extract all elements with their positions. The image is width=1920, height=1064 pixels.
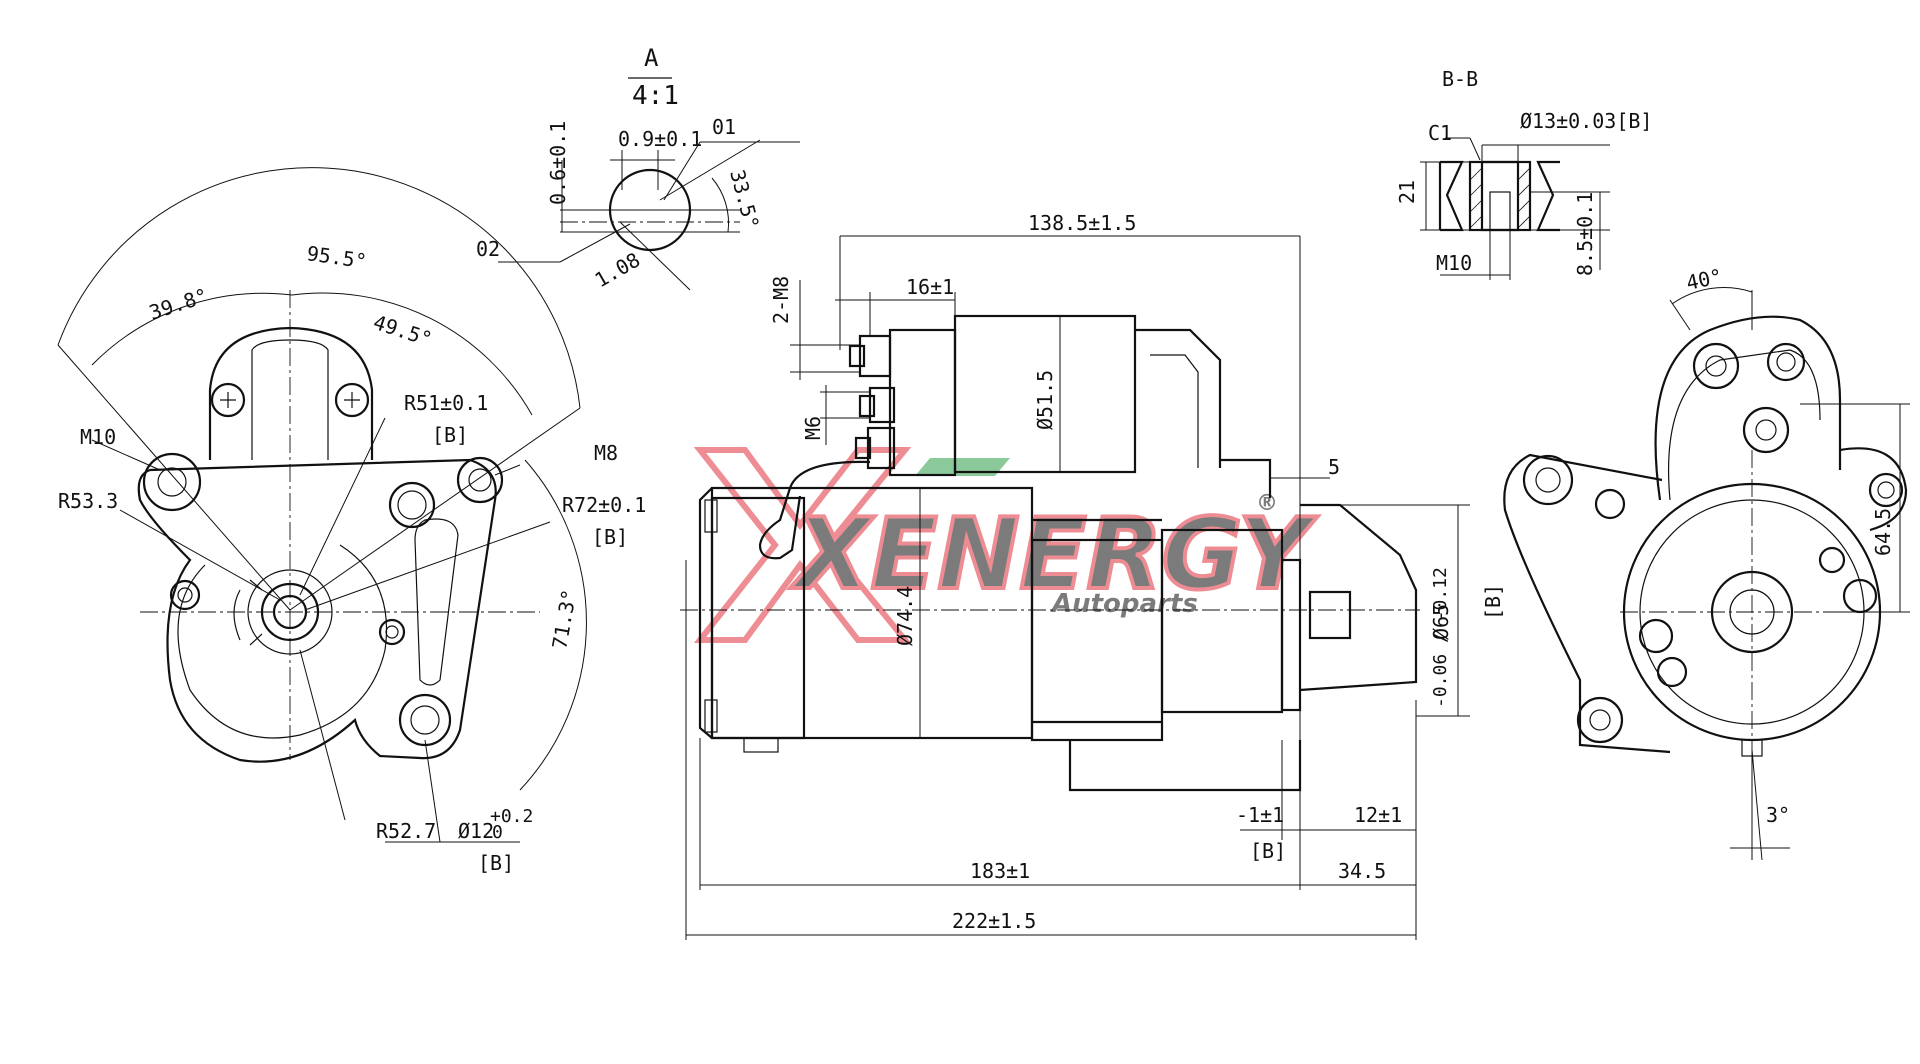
front-label-r51: R51±0.1 — [404, 391, 488, 415]
detail-scale: 4:1 — [632, 81, 679, 111]
front-label-m8: M8 — [594, 441, 618, 465]
side-dim-d65-ref: [B] — [1481, 584, 1505, 620]
section-dim-chamfer: C1 — [1428, 121, 1452, 145]
watermark-accent-stroke — [915, 458, 1010, 476]
front-label-m10: M10 — [80, 425, 116, 449]
side-dim-d744: Ø74.4 — [893, 586, 917, 646]
rear-view: 40° 64.5 3° — [1503, 264, 1910, 861]
section-dim-bore: Ø13±0.03[B] — [1520, 109, 1652, 133]
front-label-r72-ref: [B] — [592, 525, 628, 549]
detail-dim-angle: 33.5° — [725, 167, 764, 231]
front-angle-left: 39.8° — [146, 283, 211, 324]
front-label-d12-tol-lo: 0 — [492, 822, 503, 843]
section-dim-height: 21 — [1395, 180, 1419, 204]
front-label-r72: R72±0.1 — [562, 493, 646, 517]
side-dim-222: 222±1.5 — [952, 909, 1036, 933]
detail-label: A — [644, 44, 659, 72]
side-dim-1385: 138.5±1.5 — [1028, 211, 1136, 235]
front-view: 95.5° 39.8° 49.5° 71.3° M10 M8 R53.3 R51… — [57, 167, 646, 875]
side-dim-m8: 2-M8 — [769, 276, 793, 324]
section-dim-depth: 8.5±0.1 — [1573, 192, 1597, 276]
side-dim-12: 12±1 — [1354, 803, 1402, 827]
watermark-brand: XENERGY — [790, 498, 1318, 612]
detail-a: A 4:1 0.6±0.1 0.9±0.1 01 02 33.5° 1.08 — [476, 44, 800, 292]
side-dim-d65: Ø65 — [1429, 604, 1453, 640]
rear-dim-645: 64.5 — [1871, 508, 1895, 556]
side-view: 138.5±1.5 16±1 2-M8 M6 Ø51.5 Ø74.4 5 Ø65… — [680, 211, 1505, 940]
detail-dim-height: 0.6±0.1 — [546, 121, 570, 205]
front-angle-side: 71.3° — [547, 587, 581, 650]
detail-dim-width: 0.9±0.1 — [618, 127, 702, 151]
watermark-logo: XENERGY ® Autoparts — [693, 447, 1320, 643]
front-label-d12-ref: [B] — [478, 851, 514, 875]
rear-dim-3: 3° — [1766, 803, 1790, 827]
section-label: B-B — [1442, 67, 1478, 91]
side-dim-d65-tol: -0.06 / -0.12 — [1430, 567, 1451, 708]
side-dim-345: 34.5 — [1338, 859, 1386, 883]
front-label-r51-ref: [B] — [432, 423, 468, 447]
section-b-b: B-B C1 Ø13±0.03[B] 21 — [1395, 67, 1652, 280]
detail-dim-o1: 01 — [712, 115, 736, 139]
front-label-r533: R53.3 — [58, 489, 118, 513]
section-hatching — [1469, 167, 1531, 229]
section-dim-thread: M10 — [1436, 251, 1472, 275]
side-dim-183: 183±1 — [970, 859, 1030, 883]
side-dim-16: 16±1 — [906, 275, 954, 299]
detail-dim-len: 1.08 — [591, 247, 645, 292]
watermark-sub: Autoparts — [1050, 589, 1198, 619]
front-label-d12-tol-hi: +0.2 — [490, 806, 533, 827]
side-dim-d515: Ø51.5 — [1033, 370, 1057, 430]
front-angle-total: 95.5° — [305, 241, 368, 273]
front-label-r527: R52.7 — [376, 819, 436, 843]
side-dim-m6: M6 — [801, 416, 825, 440]
side-dim-1-ref: [B] — [1250, 839, 1286, 863]
watermark-reg: ® — [1256, 491, 1278, 516]
front-label-d12: Ø12 — [458, 819, 494, 843]
rear-dim-40: 40° — [1684, 264, 1724, 295]
side-dim-1: -1±1 — [1236, 803, 1284, 827]
side-dim-5: 5 — [1328, 455, 1340, 479]
